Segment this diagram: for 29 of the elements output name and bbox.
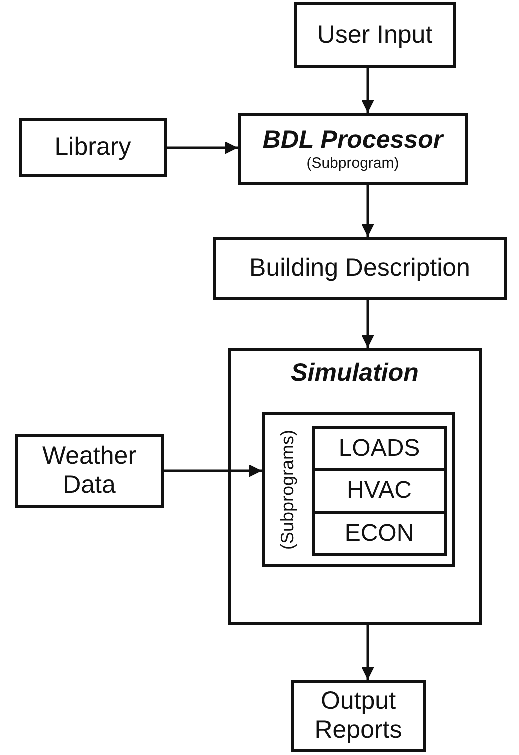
box-title: BDL Processor — [262, 126, 444, 155]
module-box — [312, 511, 447, 556]
arrow — [362, 300, 374, 348]
arrow — [362, 68, 374, 113]
box-label: User Input — [317, 20, 433, 50]
arrow — [164, 464, 262, 478]
module-box — [312, 468, 447, 514]
arrow — [362, 625, 374, 680]
box-title: Simulation — [291, 359, 419, 388]
group-box — [228, 348, 482, 625]
process-box — [213, 237, 507, 300]
arrow — [167, 142, 238, 154]
process-box — [294, 2, 456, 68]
box-label: Weather Data — [41, 442, 138, 500]
box-label: Output Reports — [314, 687, 404, 745]
box-label: LOADS — [338, 434, 420, 462]
subprogram-box — [262, 412, 455, 567]
vertical-label: (Subprograms) — [278, 429, 298, 550]
box-label: ECON — [344, 520, 414, 548]
process-box — [15, 434, 164, 508]
process-box — [291, 680, 426, 752]
box-label: Library — [54, 133, 132, 162]
box-label: Building Description — [250, 254, 470, 283]
box-label: HVAC — [347, 477, 412, 505]
box-subtitle: (Subprogram) — [306, 154, 400, 172]
module-box — [312, 426, 447, 471]
process-box — [19, 118, 167, 177]
arrow — [362, 185, 374, 237]
process-box — [238, 113, 468, 185]
